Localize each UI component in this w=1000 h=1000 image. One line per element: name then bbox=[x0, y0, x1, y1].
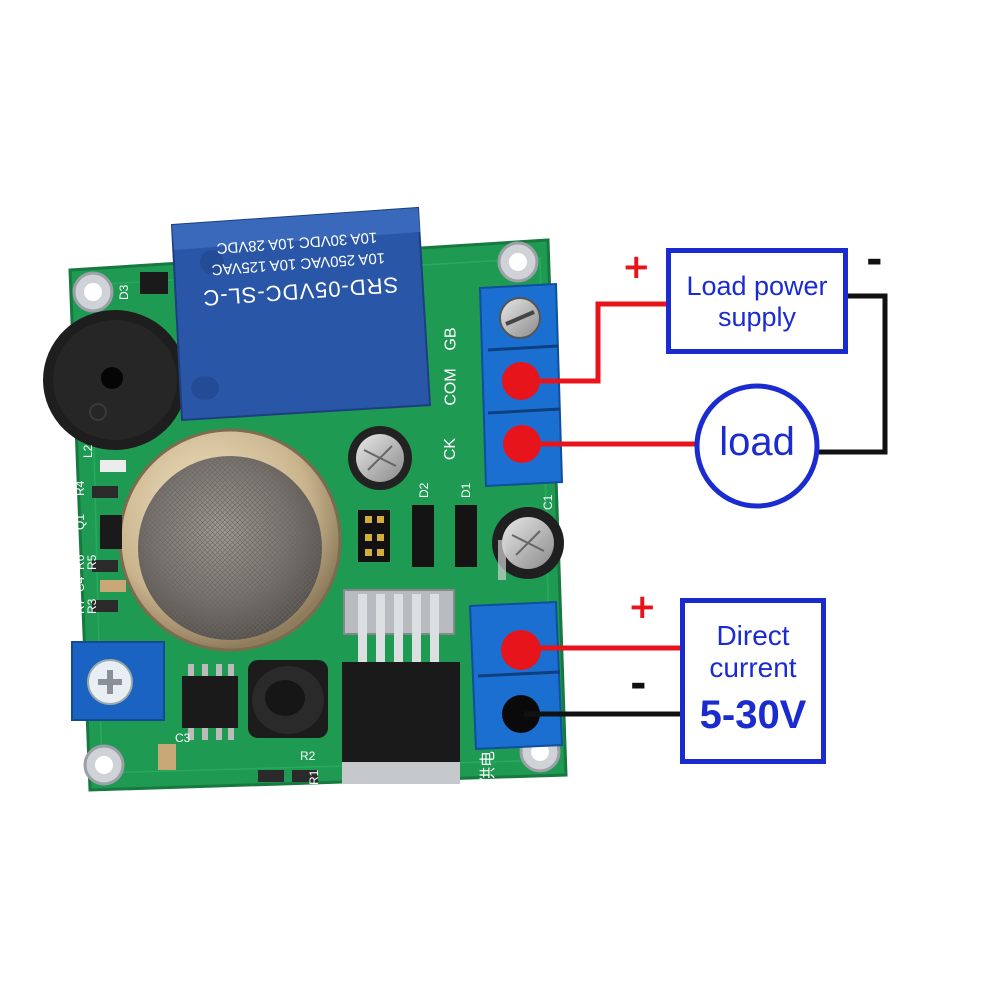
diode-d3 bbox=[140, 272, 168, 294]
gas-sensor bbox=[118, 428, 342, 652]
capacitor-c1 bbox=[492, 507, 564, 580]
silkscreen-d3: D3 bbox=[117, 284, 131, 300]
dc-plus-sign: + bbox=[628, 587, 657, 627]
silkscreen-l1: L1 bbox=[245, 784, 259, 798]
terminal-block-output bbox=[478, 282, 564, 488]
terminal-label-ck: CK bbox=[442, 437, 460, 461]
load-power-supply-label: Load power supply bbox=[686, 271, 828, 332]
silkscreen-c1: C1 bbox=[541, 494, 555, 510]
wire-supply-load-return bbox=[818, 293, 888, 455]
diode-d2 bbox=[412, 505, 434, 567]
smd-components bbox=[92, 460, 318, 782]
silkscreen-q1: Q1 bbox=[73, 514, 87, 530]
relay bbox=[170, 206, 432, 422]
silkscreen-d2: D2 bbox=[417, 482, 431, 498]
terminal-block-power bbox=[468, 600, 564, 751]
silkscreen-r2: R2 bbox=[300, 749, 316, 763]
diode-d1 bbox=[455, 505, 477, 567]
load-power-supply-box: Load power supply bbox=[666, 248, 848, 354]
silkscreen-l2: L2 bbox=[81, 444, 95, 458]
silkscreen-labels: D3 L2 R4 Q1 R6 C4 R5 R7 R3 C3 R2 R1 L1 D… bbox=[73, 284, 555, 798]
terminal-label-power: 供电 bbox=[478, 750, 498, 784]
terminal-label-com: COM bbox=[442, 368, 460, 406]
dc-supply-box: Direct current 5-30V bbox=[680, 598, 826, 764]
dc-label-line1: Direct bbox=[716, 620, 790, 651]
dc-minus-sign: - bbox=[630, 661, 647, 707]
wire-com-supply bbox=[524, 301, 666, 384]
wires bbox=[524, 293, 888, 717]
inductor bbox=[248, 660, 328, 738]
load-circle bbox=[694, 383, 820, 509]
dc-label-line2: current bbox=[709, 652, 797, 683]
silkscreen-c3: C3 bbox=[175, 731, 191, 745]
silkscreen-d1: D1 bbox=[459, 482, 473, 498]
ic-soic8 bbox=[182, 664, 238, 740]
relay-print: SRD-05VDC-SL-C 10A 250VAC 10A 125VAC 10A… bbox=[177, 206, 419, 312]
load-supply-plus-sign: + bbox=[622, 247, 651, 287]
silkscreen-r1: R1 bbox=[307, 769, 321, 785]
voltage-regulator bbox=[342, 589, 460, 784]
dc-voltage-label: 5-30V bbox=[699, 693, 807, 737]
silkscreen-c4: C4 bbox=[73, 576, 87, 592]
potentiometer bbox=[71, 641, 165, 721]
load-label: load bbox=[719, 420, 795, 464]
silkscreen-r5: R5 bbox=[85, 554, 99, 570]
jumper-header bbox=[358, 510, 390, 562]
terminal-label-gb: GB bbox=[442, 327, 460, 351]
silkscreen-r4: R4 bbox=[73, 480, 87, 496]
silkscreen-r7: R7 bbox=[73, 598, 87, 614]
load-supply-minus-sign: - bbox=[866, 237, 883, 283]
buzzer bbox=[43, 310, 187, 450]
silkscreen-r6: R6 bbox=[73, 554, 87, 570]
capacitor-top bbox=[348, 426, 412, 490]
silkscreen-r3: R3 bbox=[85, 598, 99, 614]
